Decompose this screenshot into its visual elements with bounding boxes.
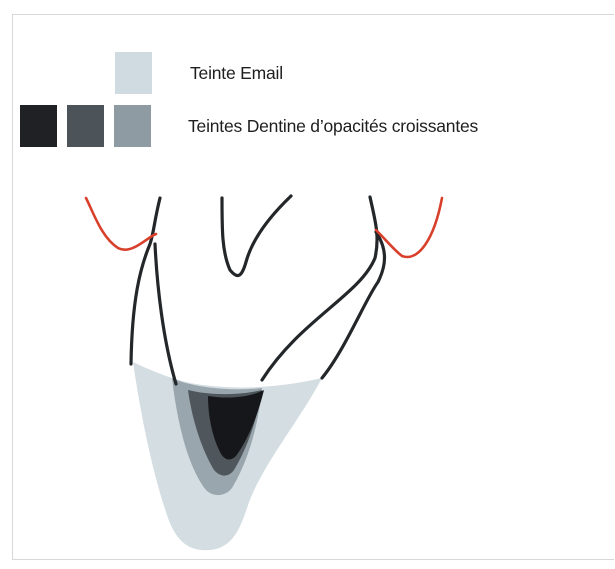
root-right-inner <box>262 197 377 380</box>
pulp-canal <box>222 196 291 276</box>
root-left-inner <box>155 244 176 384</box>
root-left-outer <box>131 198 160 364</box>
gingiva-right <box>376 198 442 257</box>
tooth-outlines <box>131 196 385 384</box>
gingiva-left <box>86 198 156 250</box>
